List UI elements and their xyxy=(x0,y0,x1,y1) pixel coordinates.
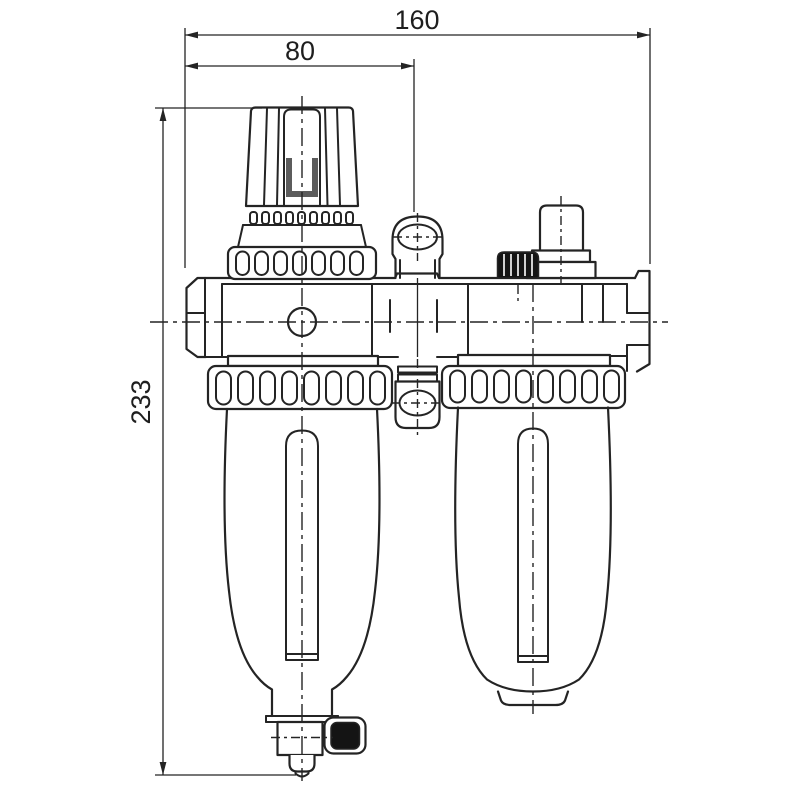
collar-plate xyxy=(456,353,612,368)
drain-wing-knob xyxy=(330,721,361,750)
arrowhead xyxy=(185,62,198,70)
knob-rib xyxy=(324,107,329,206)
arrowhead xyxy=(185,31,198,39)
right-port-boss xyxy=(626,269,651,373)
drain-valve xyxy=(265,715,367,778)
collar-knurl-slots xyxy=(449,369,620,404)
knob-slot-channel xyxy=(286,158,318,197)
filter-bowl-collar xyxy=(206,354,394,411)
regulator-knob xyxy=(244,106,360,208)
oil-knob-knurl-stripes xyxy=(503,254,533,276)
dimension-label-left-module-width: 80 xyxy=(285,36,315,66)
dimension-overall-width: 160 xyxy=(185,5,650,39)
left-port-boss xyxy=(185,276,208,359)
centerlines xyxy=(150,96,668,781)
arrowhead xyxy=(159,108,167,121)
knob-skirt xyxy=(237,224,367,248)
module-clamp xyxy=(394,365,441,430)
lubricator-top xyxy=(496,204,597,280)
knob-rib xyxy=(263,107,268,206)
fill-cap-dome xyxy=(538,204,585,252)
arrowhead xyxy=(637,31,650,39)
bowl-right-side xyxy=(330,407,381,718)
knurl-ring-slots xyxy=(235,250,364,276)
dimension-label-overall-width: 160 xyxy=(394,5,439,35)
bowl-left-side xyxy=(223,407,274,718)
dimension-left-module-width: 80 xyxy=(185,36,414,70)
collar-knurl-slots xyxy=(215,370,386,406)
arrowhead xyxy=(159,762,167,775)
collar-ring xyxy=(206,364,394,411)
dimension-annotations: 160 80 233 xyxy=(126,5,651,776)
drain-valve-body xyxy=(276,720,324,757)
knob-rib xyxy=(276,107,280,206)
regulator-knob-assembly xyxy=(226,106,378,281)
arrowhead xyxy=(401,62,414,70)
dimension-label-overall-height: 233 xyxy=(126,379,156,424)
knob-rib xyxy=(336,107,341,206)
collar-plate xyxy=(226,354,380,368)
dimension-overall-height: 233 xyxy=(126,108,167,775)
